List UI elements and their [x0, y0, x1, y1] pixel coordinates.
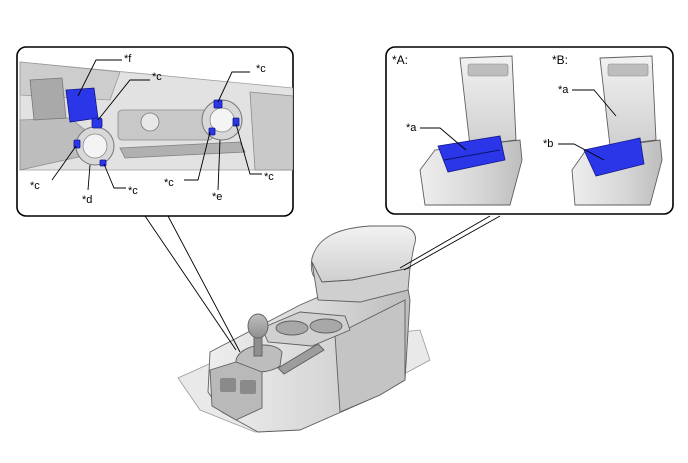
inset-left-bolt: [140, 112, 160, 132]
leader-c-bottom-right-b: [235, 123, 262, 175]
view-b-title: *B:: [552, 53, 568, 67]
clip-c-5: [208, 127, 216, 136]
leader-b-view-b: [558, 143, 605, 161]
front-storage: [209, 361, 263, 421]
parking-brake-lever: [277, 343, 325, 375]
leader-a-view-a: [420, 127, 467, 151]
highlight-part-f: [65, 87, 99, 123]
view-b-part-b: [583, 137, 645, 177]
view-a-title: *A:: [392, 53, 408, 67]
leader-c-top-left: [97, 79, 150, 121]
inset-left-rod: [119, 141, 246, 159]
front-outlet-right: [240, 380, 256, 394]
leader-c-top-right: [217, 71, 250, 103]
view-b-lid-open: [599, 55, 657, 147]
view-a-part-a: [437, 135, 506, 173]
inset-left-right-trim: [249, 91, 293, 171]
label-c-bottom-right-a: *c: [164, 177, 174, 189]
label-f: *f: [124, 53, 132, 65]
callout-line-left-b: [167, 215, 241, 353]
label-c-bottom-right-b: *c: [264, 171, 274, 183]
callout-line-right-b: [403, 215, 501, 271]
label-e: *e: [212, 191, 222, 203]
cup-holder-left: [275, 320, 309, 336]
inset-left-vent: [29, 77, 67, 121]
view-a-part-a-edge: [443, 149, 501, 161]
leader-e: [217, 139, 221, 191]
callout-line-right-a: [399, 215, 491, 269]
view-b: *B: *a *b: [543, 53, 663, 206]
cup-holder-right: [309, 318, 343, 334]
view-a-label-a: *a: [406, 122, 417, 134]
leader-d: [87, 164, 91, 191]
view-a-lid-open: [459, 55, 517, 147]
clip-c-3: [99, 159, 107, 167]
callout-line-left-a: [144, 215, 237, 351]
label-c-bottom-left: *c: [30, 180, 40, 192]
clip-c-4: [213, 99, 223, 109]
label-d: *d: [82, 194, 92, 206]
label-c-top-left: *c: [152, 71, 162, 83]
leader-a-view-b: [572, 89, 617, 117]
console-side-panel: [334, 299, 406, 413]
center-console: [177, 225, 431, 433]
clip-c-6: [232, 117, 240, 127]
label-c-top-right: *c: [256, 63, 266, 75]
clip-c-1: [91, 117, 103, 129]
armrest-lid: [310, 225, 416, 283]
view-b-label-b: *b: [543, 138, 553, 150]
view-a: *A: *a: [392, 53, 523, 206]
leader-f: [77, 59, 122, 97]
view-b-label-a: *a: [558, 84, 569, 96]
leader-c-bottom-right-a: [184, 131, 211, 181]
inset-left-center-bracket: [117, 109, 214, 141]
inset-left: *f *c *c *d *c *c *c *e *c: [16, 46, 294, 217]
leader-c-bottom-left: [51, 145, 77, 181]
view-b-lid-latch: [607, 63, 649, 77]
label-c-bottom-mid: *c: [128, 185, 138, 197]
socket-d: [82, 133, 108, 159]
leader-c-bottom-mid: [103, 163, 126, 189]
shift-knob: [247, 313, 269, 339]
view-a-lid-latch: [467, 63, 509, 77]
front-outlet-left: [220, 378, 236, 392]
inset-right: *A: *a *B: *a *b: [385, 46, 674, 215]
armrest-front: [311, 261, 411, 303]
